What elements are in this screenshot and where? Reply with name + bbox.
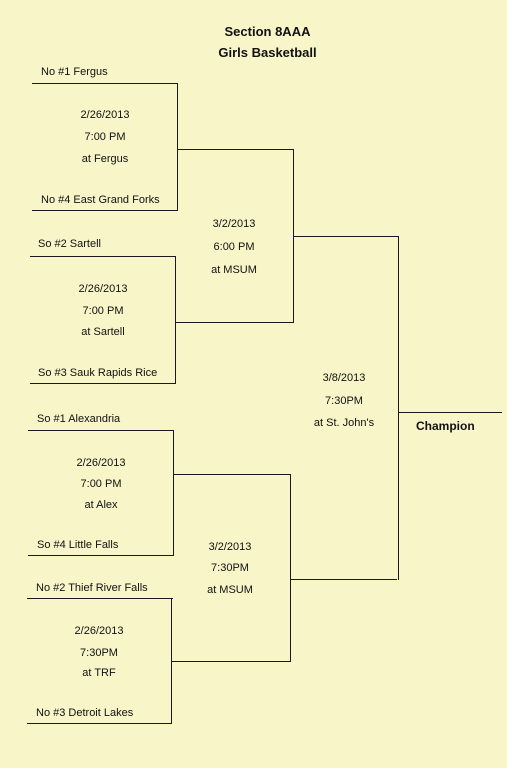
bracket-line (32, 83, 178, 84)
team-no3-detroit-lakes: No #3 Detroit Lakes (36, 707, 134, 719)
bracket-line (173, 474, 291, 475)
semi2-time: 7:30PM (211, 562, 249, 574)
game1-date: 2/26/2013 (80, 109, 130, 121)
game3-location: at Alex (84, 499, 118, 511)
final-location: at St. John's (313, 417, 375, 429)
game3-time: 7:00 PM (80, 478, 122, 490)
game3-date: 2/26/2013 (76, 457, 126, 469)
bracket-line (27, 598, 173, 599)
bracket-line (173, 430, 174, 556)
bracket-line (177, 83, 178, 211)
game4-location: at TRF (82, 667, 116, 679)
semi1-date: 3/2/2013 (212, 218, 256, 230)
team-so1-alexandria: So #1 Alexandria (37, 413, 121, 425)
final-date: 3/8/2013 (322, 372, 366, 384)
team-so2-sartell: So #2 Sartell (38, 238, 101, 250)
champion-label: Champion (416, 419, 475, 433)
game2-date: 2/26/2013 (78, 283, 128, 295)
game1-location: at Fergus (81, 153, 129, 165)
game4-time: 7:30PM (80, 647, 118, 659)
page-title: Section 8AAA (224, 24, 311, 39)
bracket-line (290, 474, 291, 662)
semi1-location: at MSUM (211, 264, 257, 276)
game1-time: 7:00 PM (84, 131, 126, 143)
bracket-line (177, 149, 294, 150)
team-so3-sauk-rapids-rice: So #3 Sauk Rapids Rice (38, 367, 158, 379)
game2-location: at Sartell (81, 326, 125, 338)
semi2-date: 3/2/2013 (208, 541, 252, 553)
game4-date: 2/26/2013 (74, 625, 124, 637)
bracket-line (27, 723, 172, 724)
bracket-line (175, 256, 176, 384)
team-no4-east-grand-forks: No #4 East Grand Forks (41, 194, 160, 206)
bracket-line (32, 210, 178, 211)
champion-line (398, 412, 502, 413)
bracket-line (290, 579, 397, 580)
bracket-line (293, 236, 399, 237)
team-so4-little-falls: So #4 Little Falls (37, 539, 119, 551)
semi1-time: 6:00 PM (213, 241, 255, 253)
final-time: 7:30PM (325, 395, 363, 407)
bracket-line (28, 430, 174, 431)
game2-time: 7:00 PM (82, 305, 124, 317)
bracket-line (171, 661, 291, 662)
bracket-line (175, 322, 294, 323)
bracket-line (30, 256, 176, 257)
team-no1-fergus: No #1 Fergus (41, 66, 108, 78)
team-no2-thief-river-falls: No #2 Thief River Falls (36, 582, 148, 594)
bracket-line (30, 383, 176, 384)
page-subtitle: Girls Basketball (218, 45, 317, 60)
semi2-location: at MSUM (207, 584, 253, 596)
bracket-line (398, 236, 399, 580)
bracket-line (28, 555, 174, 556)
